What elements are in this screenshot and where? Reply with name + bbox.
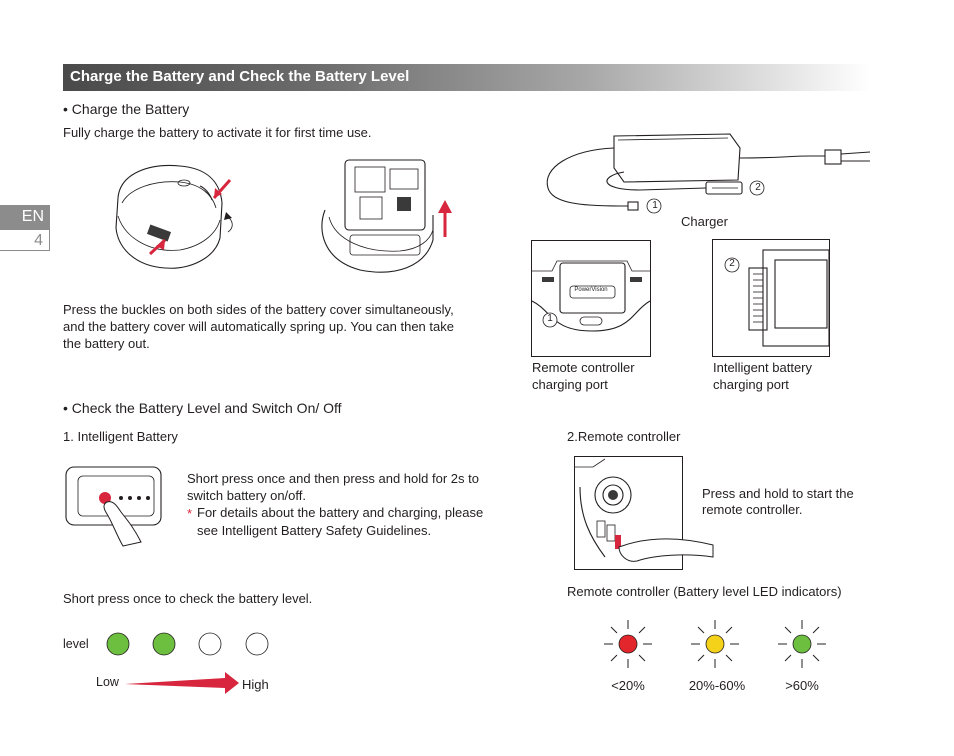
led-red-label: <20% (611, 678, 645, 693)
rc-instruction-1: Press and hold to start the (702, 486, 854, 501)
rc-port-label-1: Remote controller (532, 360, 635, 375)
rc-power-illustration (575, 458, 714, 562)
rc-port-image (531, 240, 651, 357)
battery-removal-icon (321, 159, 452, 273)
check-heading: • Check the Battery Level and Switch On/… (63, 400, 342, 416)
battery-level-leds (106, 632, 269, 656)
led-indicator-icon (198, 632, 222, 656)
rc-led-indicators (604, 620, 826, 668)
charge-intro: Fully charge the battery to activate it … (63, 125, 372, 140)
led-indicator-icon (152, 632, 176, 656)
arrow-icon (125, 672, 239, 694)
charger-label: Charger (681, 214, 728, 229)
charger-callout-1: 1 (652, 200, 658, 211)
high-label: High (242, 677, 269, 692)
section-title: Charge the Battery and Check the Battery… (70, 68, 410, 85)
battery-callout-2: 2 (729, 258, 735, 269)
note-star: * (187, 506, 193, 521)
page-number: 4 (0, 229, 50, 251)
battery-port-label-2: charging port (713, 377, 789, 392)
battery-cover-icon (115, 164, 233, 269)
brand-label: PowerVision (574, 287, 608, 293)
charge-heading: • Charge the Battery (63, 101, 190, 117)
rc-callout-1: 1 (547, 313, 553, 324)
rc-port-illustration (531, 260, 651, 332)
led-yellow-label: 20%-60% (688, 678, 746, 693)
rc-port-label-2: charging port (532, 377, 608, 392)
level-label: level (63, 637, 89, 651)
battery-port-label-1: Intelligent battery (713, 360, 813, 375)
cover-text-line-3: the battery out. (63, 336, 150, 351)
charger-callout-2: 2 (755, 182, 761, 193)
cover-text-line-1: Press the buckles on both sides of the b… (63, 302, 454, 317)
rc-led-caption: Remote controller (Battery level LED ind… (567, 584, 842, 599)
battery-port-illustration (724, 249, 830, 347)
charger-icon (546, 133, 871, 214)
finger-press-icon (65, 466, 162, 547)
cover-text-line-2: and the battery cover will automatically… (63, 319, 454, 334)
rc-instruction-2: remote controller. (702, 502, 803, 517)
battery-instruction-1: Short press once and then press and hold… (187, 471, 479, 486)
language-tab: EN (0, 205, 50, 229)
rc-subheading: 2.Remote controller (567, 429, 681, 444)
led-indicator-icon (245, 632, 269, 656)
led-indicator-icon (106, 632, 130, 656)
short-press-text: Short press once to check the battery le… (63, 591, 313, 606)
section-header-bar (63, 64, 871, 91)
battery-instruction-2: switch battery on/off. (187, 488, 306, 503)
note-line-2: see Intelligent Battery Safety Guideline… (197, 523, 432, 538)
led-green-label: >60% (785, 678, 819, 693)
battery-subheading: 1. Intelligent Battery (63, 429, 178, 444)
note-line-1: For details about the battery and chargi… (197, 505, 484, 520)
low-label: Low (96, 675, 119, 689)
